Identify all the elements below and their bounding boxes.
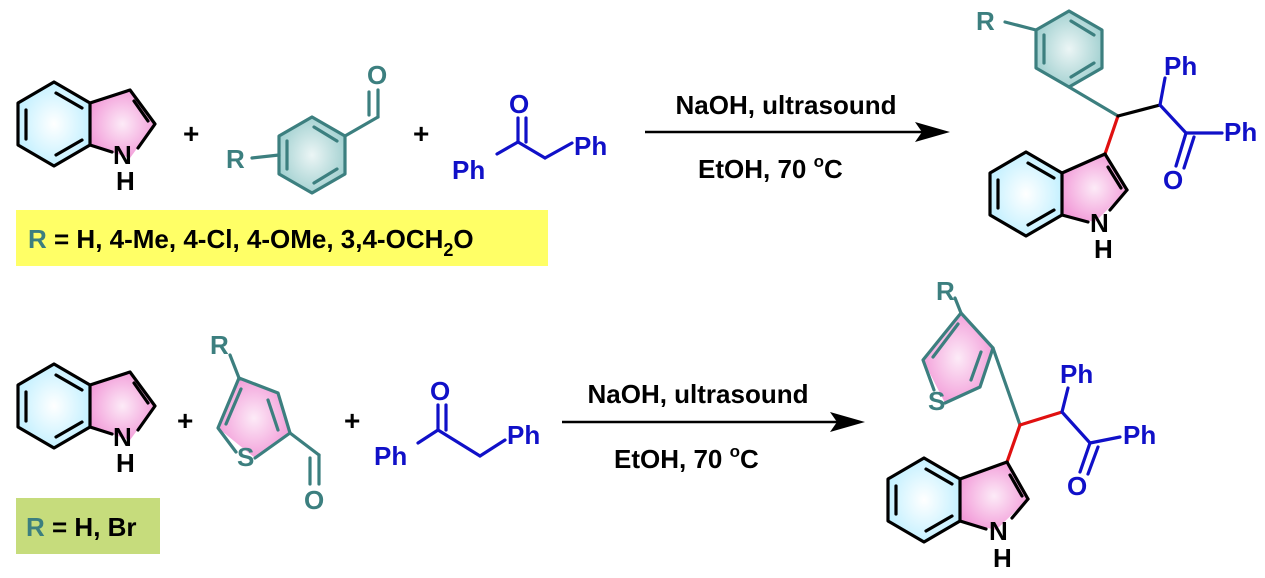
nh-n: N xyxy=(113,140,132,170)
aldehyde-o: O xyxy=(304,485,324,515)
substituent-list: R = H, 4-Me, 4-Cl, 4-OMe, 3,4-OCH2O xyxy=(28,224,474,260)
product-1: R Ph Ph O N H xyxy=(976,6,1257,264)
nh-h: H xyxy=(1094,234,1113,264)
nh-h: H xyxy=(116,166,135,196)
aryl-r: R xyxy=(976,6,995,36)
nh-n: N xyxy=(989,516,1008,546)
nh-n: N xyxy=(113,422,132,452)
product-2: R S Ph Ph O N H xyxy=(886,276,1156,573)
ph-top: Ph xyxy=(1164,51,1197,81)
thiophene-r: R xyxy=(210,330,229,360)
aldehyde-o: O xyxy=(367,60,387,90)
plus-sign: + xyxy=(183,118,199,149)
plus-sign: + xyxy=(413,118,429,149)
ph-right: Ph xyxy=(574,131,607,161)
conditions-solvent: EtOH, 70 oC xyxy=(698,152,843,184)
reaction-arrow-2: NaOH, ultrasound EtOH, 70 oC xyxy=(562,379,865,474)
ph-ketone: Ph xyxy=(1123,420,1156,450)
conditions-solvent: EtOH, 70 oC xyxy=(614,442,759,474)
nh-n: N xyxy=(1090,208,1109,238)
thiophene-s: S xyxy=(928,386,945,416)
aryl-aldehyde: O R xyxy=(226,60,387,195)
conditions-reagents: NaOH, ultrasound xyxy=(675,90,896,120)
plus-sign: + xyxy=(177,405,193,436)
deoxybenzoin-reactant-1: O Ph Ph xyxy=(452,89,607,185)
ketone-o: O xyxy=(1067,471,1087,501)
thiophene-s: S xyxy=(237,442,254,472)
ketone-o: O xyxy=(1163,165,1183,195)
thiophene-aldehyde: R S O xyxy=(210,330,324,515)
ketone-o: O xyxy=(509,89,529,119)
plus-sign: + xyxy=(344,405,360,436)
nh-h: H xyxy=(116,448,135,478)
ph-right: Ph xyxy=(507,420,540,450)
ph-left: Ph xyxy=(452,155,485,185)
ph-left: Ph xyxy=(374,441,407,471)
indole-reactant-1: N H xyxy=(16,80,157,196)
reaction-arrow-1: NaOH, ultrasound EtOH, 70 oC xyxy=(645,90,950,184)
substituent-list: R = H, Br xyxy=(26,512,137,542)
indole-reactant-2: N H xyxy=(16,362,157,478)
thiophene-r: R xyxy=(936,276,955,306)
ph-ketone: Ph xyxy=(1224,117,1257,147)
substituent-box-1: R = H, 4-Me, 4-Cl, 4-OMe, 3,4-OCH2O xyxy=(16,210,548,266)
substituent-box-2: R = H, Br xyxy=(16,498,160,554)
ketone-o: O xyxy=(430,376,450,406)
conditions-reagents: NaOH, ultrasound xyxy=(587,379,808,409)
nh-h: H xyxy=(993,543,1012,573)
ph-top: Ph xyxy=(1060,359,1093,389)
aryl-r: R xyxy=(226,144,245,174)
deoxybenzoin-reactant-2: O Ph Ph xyxy=(374,376,540,471)
